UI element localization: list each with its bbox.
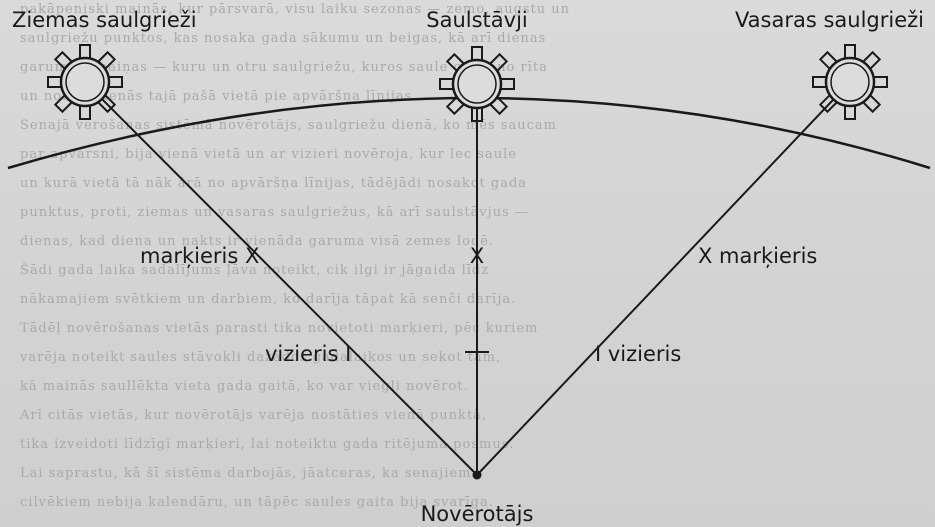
- label-observer: Novērotājs: [421, 502, 534, 526]
- sun-ray: [48, 77, 61, 87]
- sun-ray: [845, 106, 855, 119]
- label-marker-left: marķieris X: [140, 244, 259, 268]
- label-marker-right: X marķieris: [698, 244, 817, 268]
- label-winter-solstice: Ziemas saulgrieži: [12, 8, 197, 32]
- sun-ray: [109, 77, 122, 87]
- sun-summer-icon: [813, 45, 887, 119]
- sun-ray: [874, 77, 887, 87]
- label-marker-center: X: [470, 244, 484, 268]
- sun-ray: [80, 45, 90, 58]
- sun-ray: [501, 79, 514, 89]
- sun-winter-icon: [48, 45, 122, 119]
- sight-line-summer: [477, 82, 850, 475]
- sun-ray: [440, 79, 453, 89]
- sight-line-winter: [85, 82, 477, 475]
- label-sight-left: vizieris I: [265, 342, 351, 366]
- label-sight-right: I vizieris: [595, 342, 681, 366]
- sun-ray: [80, 106, 90, 119]
- horizon-arc: [8, 98, 930, 168]
- observer-point: [473, 471, 482, 480]
- label-equinox: Saulstāvji: [426, 8, 527, 32]
- sun-ray: [472, 47, 482, 60]
- sun-ray: [845, 45, 855, 58]
- label-summer-solstice: Vasaras saulgrieži: [735, 8, 924, 32]
- sun-ray: [813, 77, 826, 87]
